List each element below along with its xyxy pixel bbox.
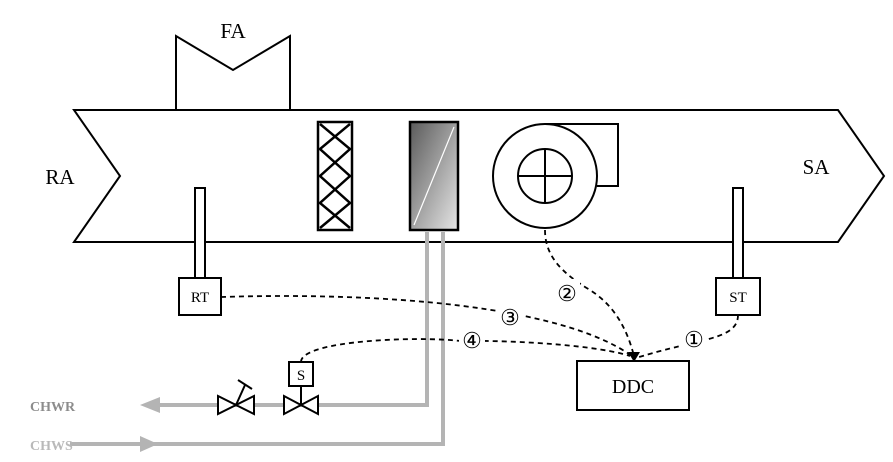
signal-labels: ① ② ③ ④ <box>459 279 707 353</box>
return-temp-sensor: RT <box>178 187 222 316</box>
fa-label: FA <box>220 19 246 43</box>
manual-valve <box>217 379 255 416</box>
signal-line-rt <box>220 295 633 357</box>
st-label: ST <box>729 290 747 306</box>
control-valve: S <box>283 361 319 416</box>
signal-line-st <box>635 314 739 359</box>
chws-label: CHWS <box>30 439 73 454</box>
ahu-duct <box>72 109 886 243</box>
signal-arrowhead <box>628 352 640 362</box>
chws-arrow <box>140 436 158 452</box>
signal-label-3: ③ <box>500 305 520 330</box>
signal-label-1: ① <box>684 327 704 352</box>
rt-label: RT <box>191 290 209 306</box>
chwr-label: CHWR <box>30 400 76 415</box>
signal-label-2: ② <box>557 281 577 306</box>
supply-temp-sensor: ST <box>715 187 761 316</box>
chws-pipe <box>70 232 445 446</box>
supply-fan <box>492 123 619 229</box>
ddc-controller: DDC <box>576 360 690 411</box>
ra-label: RA <box>45 165 75 189</box>
signal-line-fan <box>544 229 635 357</box>
fresh-air-intake: FA <box>175 19 291 110</box>
sa-label: SA <box>803 155 831 179</box>
ddc-label: DDC <box>612 376 654 398</box>
chwr-arrow <box>140 397 160 413</box>
cooling-coil <box>408 120 460 232</box>
chilled-water-pipes <box>70 232 445 452</box>
signal-label-4: ④ <box>462 328 482 353</box>
filter <box>316 120 354 232</box>
s-label: S <box>297 368 305 384</box>
